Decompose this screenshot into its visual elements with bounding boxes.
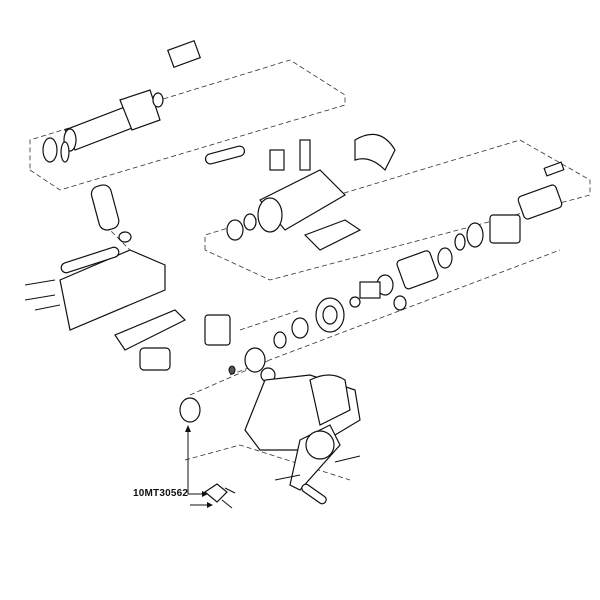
motor-rotor-parts [349,161,565,311]
throttle-handle [90,184,132,243]
callout-arrow [185,425,213,508]
part-number-label: 10MT30562 [133,488,189,499]
part-10MT30562 [203,483,236,509]
gear-parts [204,297,345,383]
belt-arm-assembly [24,246,187,371]
gear-housing [179,374,361,505]
motor-housing [204,133,396,251]
handle-tube [42,39,202,163]
